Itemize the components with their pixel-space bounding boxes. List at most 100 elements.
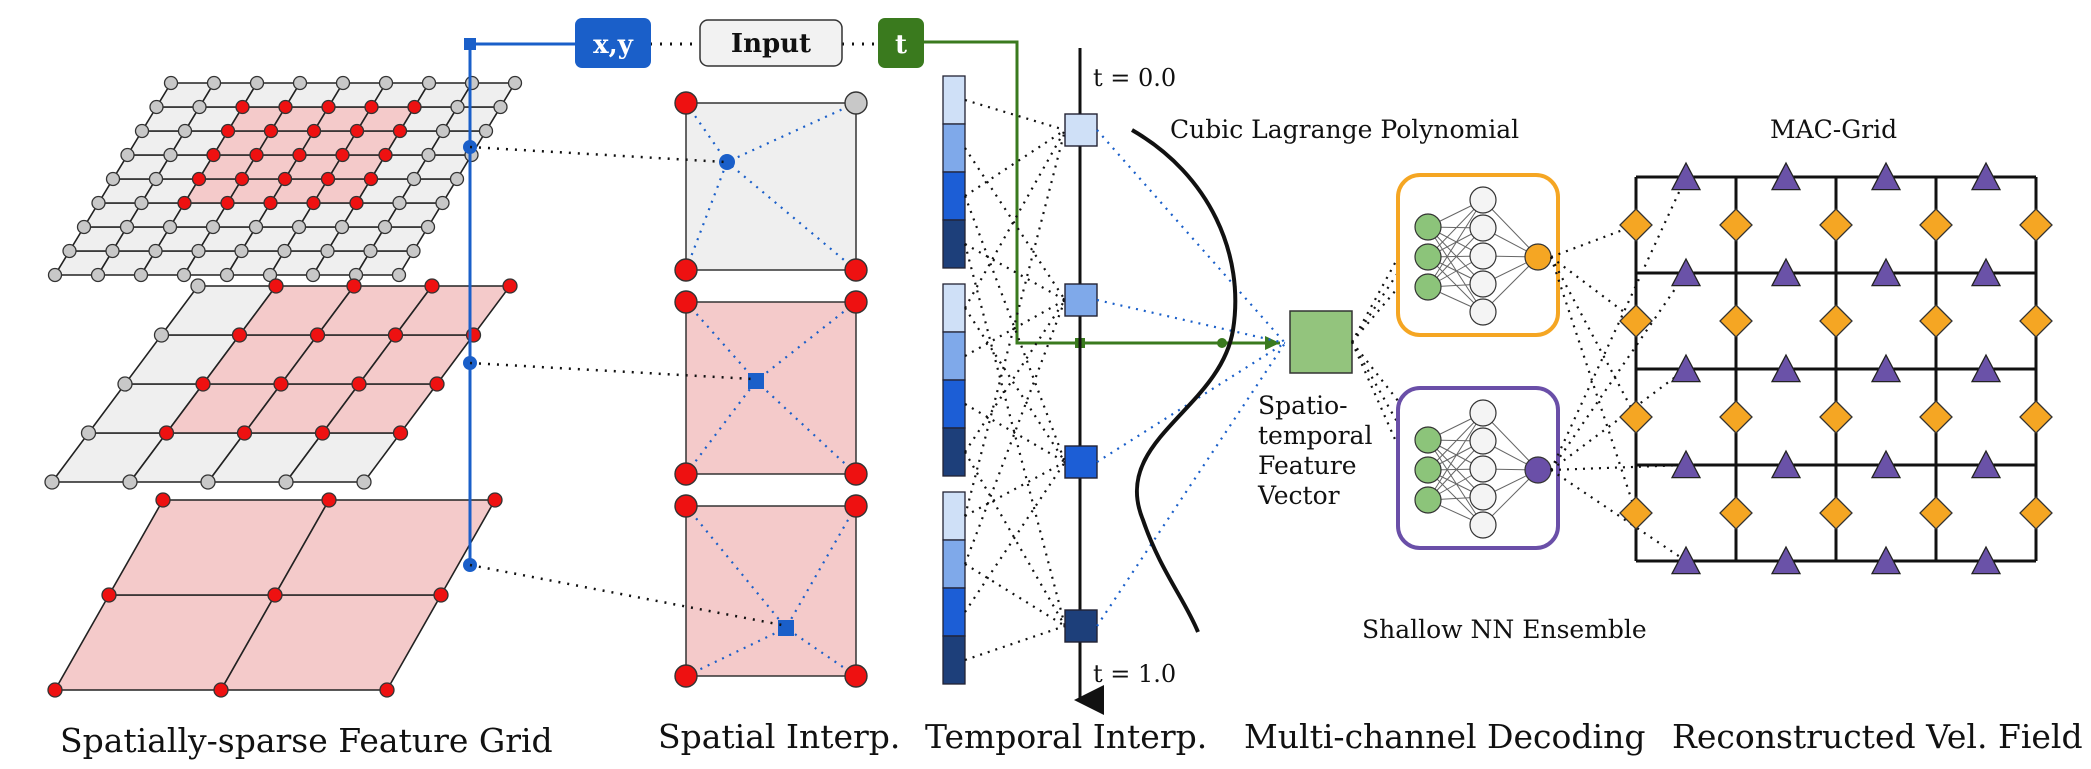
input-label: Input: [731, 29, 811, 59]
t-start-label: t = 0.0: [1093, 64, 1176, 92]
grid-node: [406, 171, 422, 187]
grid-node: [163, 147, 178, 163]
feature-stack-cell: [942, 171, 966, 221]
nn-edge: [1427, 226, 1484, 313]
grid-node: [292, 75, 308, 91]
nn-to-grid-v: [1550, 176, 1687, 471]
velocity-v-marker: [1970, 257, 2002, 287]
velocity-u-marker: [2019, 304, 2053, 338]
grid-node: [306, 195, 321, 211]
grid-node: [378, 75, 394, 91]
nn-hidden-node: [1469, 186, 1497, 214]
grid-node: [213, 682, 229, 698]
grid-node: [119, 219, 135, 235]
grid-node: [155, 492, 171, 508]
grid-node: [267, 587, 283, 603]
cell-corner-node: [674, 664, 698, 688]
grid-node: [351, 376, 367, 392]
grid-node: [47, 682, 63, 698]
nn-input-node: [1414, 486, 1442, 514]
temporal-connector: [964, 129, 1066, 309]
velocity-u-marker: [1819, 496, 1853, 530]
grid-node: [249, 147, 264, 163]
grid-node: [234, 171, 250, 187]
velocity-v-marker: [1970, 353, 2002, 383]
vector-to-nn: [1350, 341, 1415, 481]
keyframe-to-vector: [1096, 342, 1286, 627]
sample-point: [778, 620, 794, 636]
velocity-v-marker: [1670, 449, 1702, 479]
grid-node: [292, 147, 307, 163]
spatial-cell-box: [685, 301, 857, 475]
feature-stack-cell: [942, 539, 966, 589]
feature-stack-cell: [942, 75, 966, 125]
grid-node: [478, 123, 494, 139]
grid-node: [133, 267, 149, 283]
grid-node: [421, 75, 437, 91]
nn-input-node: [1414, 243, 1442, 271]
sample-point: [748, 373, 764, 389]
grid-node: [190, 278, 206, 294]
nn-hidden-node: [1469, 511, 1497, 539]
grid-node: [148, 243, 163, 259]
velocity-v-marker: [1970, 449, 2002, 479]
feature-stack-cell: [942, 379, 966, 429]
grid-node: [148, 171, 164, 187]
velocity-u-marker: [1619, 400, 1653, 434]
grid-node: [464, 75, 480, 91]
grid-node: [435, 195, 450, 211]
grid-node: [122, 474, 138, 490]
nn-hidden-node: [1469, 298, 1497, 326]
velocity-u-marker: [1619, 304, 1653, 338]
grid-node: [120, 147, 135, 163]
grid-node: [220, 123, 236, 139]
velocity-v-marker: [1870, 545, 1902, 575]
grid-node: [153, 327, 170, 343]
mac-grid-title: MAC-Grid: [1770, 115, 1897, 144]
grid-node: [163, 75, 179, 91]
nn-input-node: [1414, 213, 1442, 241]
grid-node: [364, 99, 379, 115]
grid-node: [493, 99, 508, 115]
grid-node: [421, 147, 436, 163]
grid-node: [263, 123, 279, 139]
nn-to-grid-v: [1550, 469, 1687, 562]
grid-node: [377, 219, 393, 235]
velocity-u-marker: [1919, 208, 1953, 242]
grid-node: [44, 474, 60, 490]
grid-node: [90, 267, 106, 283]
svg-text:Feature: Feature: [1258, 451, 1357, 480]
velocity-u-marker: [1919, 400, 1953, 434]
feature-stack: [942, 283, 966, 477]
vector-to-nn: [1351, 341, 1414, 421]
cell-corner-node: [844, 462, 868, 486]
xy-input-chip: [575, 18, 651, 68]
grid-node: [268, 278, 284, 294]
nn-to-grid-v: [1550, 463, 1687, 472]
nn-input-node: [1414, 456, 1442, 484]
velocity-u-marker: [2019, 496, 2053, 530]
nn-edge: [1427, 439, 1484, 526]
temporal-connector: [964, 243, 1066, 301]
grid-node: [335, 75, 351, 91]
velocity-u-marker: [2019, 208, 2053, 242]
velocity-u-marker: [1919, 496, 1953, 530]
velocity-v-marker: [1970, 545, 2002, 575]
grid-node: [134, 123, 150, 139]
nn-hidden-node: [1469, 427, 1497, 455]
grid-node: [219, 267, 235, 283]
cell-corner-node: [844, 91, 868, 115]
feature-vector-label: Spatio- temporal Feature Vector: [1257, 391, 1372, 510]
nn-hidden-node: [1469, 214, 1497, 242]
grid-node: [195, 376, 211, 392]
temporal-connector: [964, 624, 1066, 662]
grid-node: [424, 278, 440, 294]
grid-node: [321, 99, 336, 115]
nn-hidden-node: [1469, 242, 1497, 270]
interp-line: [685, 380, 757, 475]
mac-grid: [1549, 161, 2053, 575]
sample-point: [719, 154, 735, 170]
grid-node: [309, 327, 326, 343]
grid-node: [105, 243, 120, 259]
grid-node: [149, 99, 164, 115]
